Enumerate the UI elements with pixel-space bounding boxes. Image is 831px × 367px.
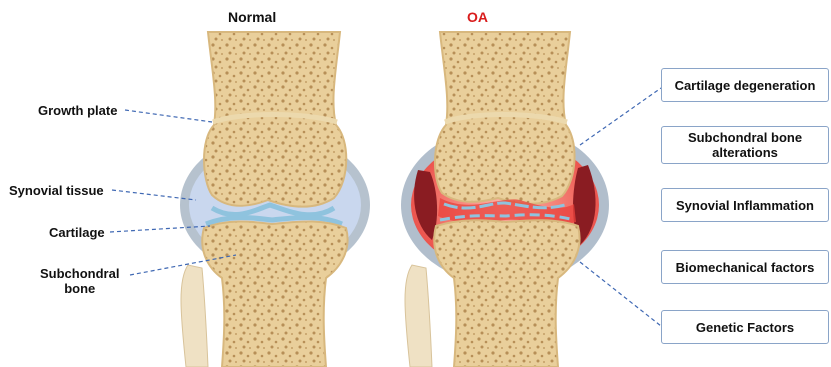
oa-knee-joint	[401, 32, 609, 367]
subchondral-bone-label-line2: bone	[40, 281, 119, 296]
factor-label: Synovial Inflammation	[676, 198, 814, 213]
normal-knee-joint	[180, 32, 370, 367]
factor-label-line1: Subchondral bone	[688, 130, 802, 145]
factor-label: Cartilage degeneration	[675, 78, 816, 93]
growth-plate-leader	[125, 110, 212, 122]
cartilage-label: Cartilage	[49, 225, 105, 240]
factor-label: Biomechanical factors	[676, 260, 815, 275]
normal-fibula	[181, 265, 208, 367]
oa-upper-leader	[580, 88, 661, 145]
oa-lower-leader	[580, 262, 661, 326]
growth-plate-label: Growth plate	[38, 103, 117, 118]
normal-heading: Normal	[228, 9, 276, 25]
factor-cartilage-degeneration: Cartilage degeneration	[661, 68, 829, 102]
factor-label: Genetic Factors	[696, 320, 794, 335]
oa-fibula	[405, 265, 432, 367]
factor-label-line2: alterations	[712, 145, 778, 160]
normal-tibia	[202, 222, 347, 367]
factor-subchondral-bone-alterations: Subchondral bone alterations	[661, 126, 829, 164]
factor-genetic-factors: Genetic Factors	[661, 310, 829, 344]
subchondral-bone-label: Subchondral bone	[40, 266, 119, 296]
oa-heading: OA	[467, 9, 488, 25]
oa-tibia	[434, 220, 579, 367]
factor-biomechanical-factors: Biomechanical factors	[661, 250, 829, 284]
subchondral-bone-label-line1: Subchondral	[40, 266, 119, 281]
factor-synovial-inflammation: Synovial Inflammation	[661, 188, 829, 222]
synovial-tissue-label: Synovial tissue	[9, 183, 104, 198]
